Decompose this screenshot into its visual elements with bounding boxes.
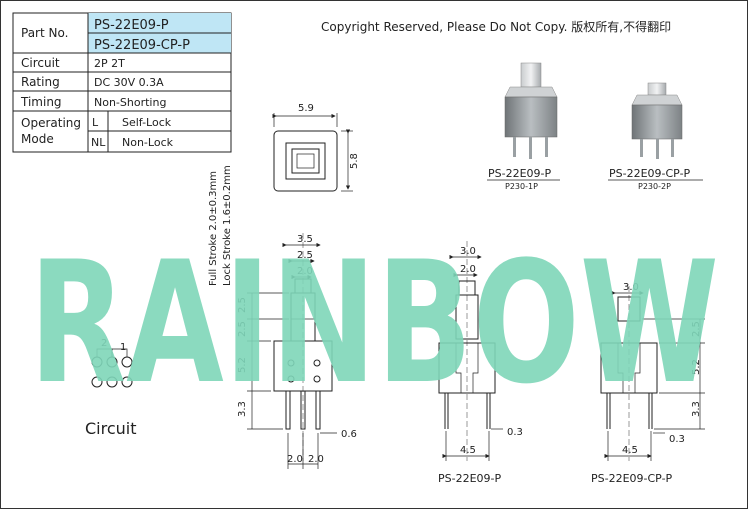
- circuit-pin-label-2: 2: [101, 338, 107, 349]
- sv3-pin-width: 0.3: [669, 434, 685, 445]
- product-code-2: P230-2P: [638, 182, 671, 191]
- rainbow-watermark: RAINBOW: [29, 225, 719, 421]
- sv1-dim-bottom-1: 2.0: [287, 454, 303, 465]
- full-stroke-label: Full Stroke 2.0±0.3mm: [208, 171, 219, 286]
- sv2-pin-width: 0.3: [507, 427, 523, 438]
- product-name-2: PS-22E09-CP-P: [609, 167, 691, 180]
- sv1-dim-top-3: 2.0: [297, 266, 313, 277]
- mode-desc-self-lock: Self-Lock: [122, 116, 172, 129]
- sv1-dim-left-1: 2.5: [237, 297, 248, 313]
- mode-desc-non-lock: Non-Lock: [122, 136, 174, 149]
- copyright-notice: Copyright Reserved, Please Do Not Copy. …: [321, 19, 671, 34]
- row-label-circuit: Circuit: [21, 56, 60, 70]
- circuit-diagram: 2 1: [91, 338, 133, 388]
- sv3-label: PS-22E09-CP-P: [591, 472, 673, 485]
- mode-label: Mode: [21, 132, 54, 146]
- row-value-circuit: 2P 2T: [94, 57, 125, 70]
- side-view-2: 3.0 2.0 4.5 0.3: [438, 241, 523, 461]
- lock-stroke-label: Lock Stroke 1.6±0.2mm: [222, 165, 233, 286]
- product-photo-2: [631, 82, 683, 159]
- sv1-dim-top-1: 3.5: [297, 234, 313, 245]
- circuit-label: Circuit: [85, 419, 137, 438]
- sv3-dim-right-1: 2.5: [691, 321, 702, 337]
- product-photo-1: [504, 62, 558, 159]
- mode-code-nl: NL: [91, 136, 106, 149]
- sv1-dim-top-2: 2.5: [297, 250, 313, 261]
- sv3-dim-right-2: 5.2: [691, 359, 702, 375]
- sv1-dim-left-2: 2.5: [237, 321, 248, 337]
- part-number-1: PS-22E09-P: [94, 18, 169, 33]
- sv2-pitch: 4.5: [460, 445, 476, 456]
- top-width-dim: 5.9: [298, 103, 314, 114]
- sv2-dim-top-1: 3.0: [460, 246, 476, 257]
- sv1-dim-bottom-2: 2.0: [308, 454, 324, 465]
- mode-code-l: L: [92, 116, 99, 129]
- sv2-dim-top-2: 2.0: [460, 264, 476, 275]
- side-view-3: 3.0 2.5 5.2 3.3 4.5 0.3: [600, 282, 705, 461]
- part-no-label: Part No.: [21, 26, 68, 40]
- side-view-1: 3.5 2.5 2.0 2.5 2.5 5.2 3.3 2.0 2.0: [237, 233, 357, 469]
- sv3-dim-top-1: 3.0: [623, 282, 639, 293]
- circuit-pin-label-1: 1: [120, 342, 126, 353]
- spec-table: Part No. PS-22E09-P PS-22E09-CP-P Circui…: [12, 12, 232, 153]
- row-label-timing: Timing: [20, 95, 62, 109]
- sv1-pin-width: 0.6: [341, 429, 357, 440]
- sv2-label: PS-22E09-P: [438, 472, 501, 485]
- product-code-1: P230-1P: [505, 182, 538, 191]
- row-value-timing: Non-Shorting: [94, 96, 166, 109]
- operating-label: Operating: [21, 116, 81, 130]
- sv3-pitch: 4.5: [622, 445, 638, 456]
- top-height-dim: 5.8: [349, 153, 360, 169]
- top-view: 5.9 5.8: [272, 103, 360, 192]
- row-label-rating: Rating: [21, 75, 60, 89]
- part-no-header-1: [88, 13, 231, 33]
- sv1-dim-left-3: 5.2: [237, 357, 248, 373]
- sv3-dim-right-3: 3.3: [691, 401, 702, 417]
- part-number-2: PS-22E09-CP-P: [94, 38, 190, 53]
- product-name-1: PS-22E09-P: [488, 167, 551, 180]
- part-no-header-2: [88, 33, 231, 53]
- sv1-dim-left-4: 3.3: [237, 401, 248, 417]
- row-value-rating: DC 30V 0.3A: [94, 76, 164, 89]
